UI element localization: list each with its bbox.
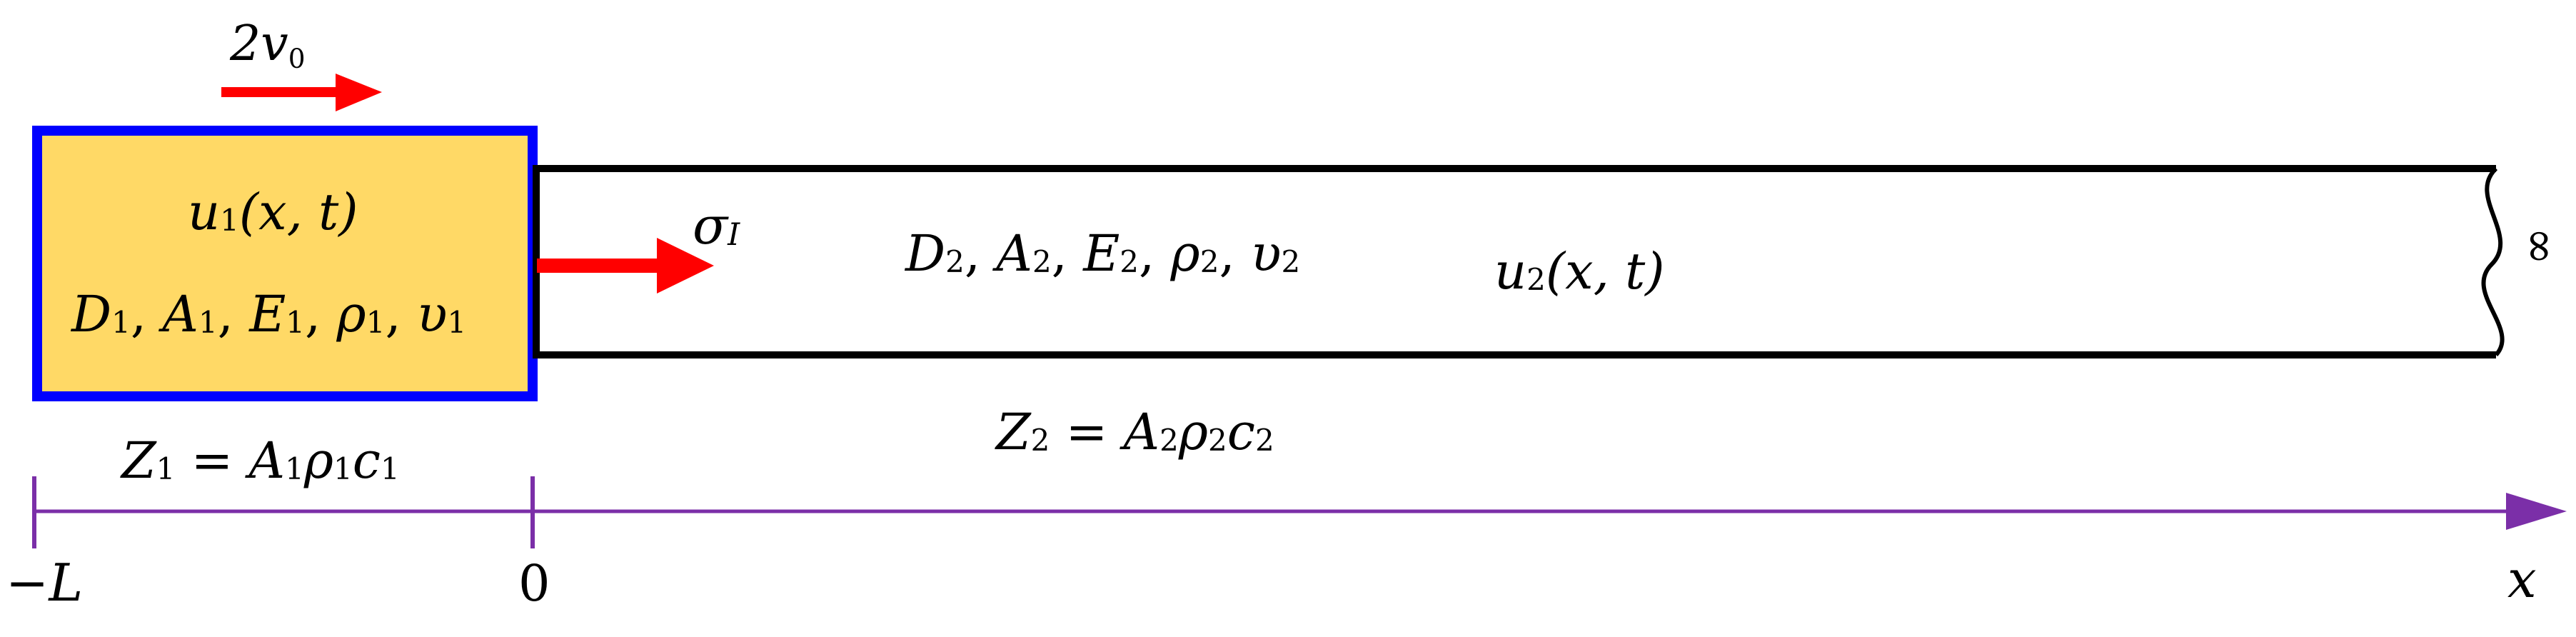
z1-a-sub: 1 xyxy=(285,451,304,487)
z2-a-sub: 2 xyxy=(1159,423,1179,458)
impedance2-label: Z2 = A2ρ2c2 xyxy=(996,407,1274,457)
bar2-disp-fn: u xyxy=(1494,242,1527,301)
stress-label: σI xyxy=(693,200,740,251)
bar2-prop-4-sub: 2 xyxy=(1281,244,1301,280)
bar2-prop-4-sym: υ xyxy=(1250,224,1282,283)
z2-eq: = xyxy=(1050,403,1124,461)
z2-c: c xyxy=(1227,403,1255,461)
x-axis xyxy=(32,476,2567,548)
bar1-displacement-label: u1(x, t) xyxy=(188,187,358,237)
z1-sym: Z xyxy=(121,431,156,490)
z2-a: A xyxy=(1123,403,1160,461)
z2-c-sub: 2 xyxy=(1254,423,1274,458)
bar2-properties-label: D2, A2, E2, ρ2, υ2 xyxy=(905,229,1300,279)
axis-origin-label: 0 xyxy=(518,554,550,613)
velocity-arrow-head xyxy=(336,74,382,111)
bar1-prop-0-sym: D xyxy=(71,285,112,343)
z1-a: A xyxy=(248,431,286,490)
z1-c-sub: 1 xyxy=(380,451,400,487)
bar1-prop-1-sym: A xyxy=(162,285,198,343)
bar1-prop-2-sub: 1 xyxy=(286,305,306,341)
bar1-properties-label: D1, A1, E1, ρ1, υ1 xyxy=(71,289,466,339)
bar2-prop-2-sym: E xyxy=(1083,224,1120,283)
infinity-symbol: ∞ xyxy=(2514,227,2567,266)
velocity-label: 2v0 xyxy=(230,20,305,73)
axis-left-label: −L xyxy=(6,553,84,613)
bar1-prop-1-sub: 1 xyxy=(198,305,218,341)
stress-arrow-head xyxy=(657,238,714,294)
bar2-prop-2-sep: , xyxy=(1139,224,1171,283)
bar2-prop-1-sep: , xyxy=(1051,224,1084,283)
bar2-break-line xyxy=(2481,166,2505,357)
bar2-disp-sub: 2 xyxy=(1526,262,1546,298)
stress-arrow xyxy=(537,238,714,294)
velocity-arrow-shaft xyxy=(221,87,339,97)
bar1-rect xyxy=(32,126,538,401)
z1-sub: 1 xyxy=(156,451,176,487)
velocity-sub: 0 xyxy=(288,43,306,75)
velocity-arrow xyxy=(221,74,382,111)
z2-sym: Z xyxy=(996,403,1031,461)
bar1-prop-3-sub: 1 xyxy=(366,305,386,341)
bar1-disp-sub: 1 xyxy=(220,203,239,239)
bar2-prop-3-sub: 2 xyxy=(1199,244,1219,280)
z1-eq: = xyxy=(175,431,249,490)
stress-sub: I xyxy=(728,217,740,254)
bar2-prop-0-sub: 2 xyxy=(945,244,965,280)
bar1-prop-3-sym: ρ xyxy=(336,285,366,343)
z2-rho: ρ xyxy=(1178,403,1208,461)
z1-rho-sub: 1 xyxy=(333,451,353,487)
z2-rho-sub: 2 xyxy=(1207,423,1227,458)
bar1-prop-0-sep: , xyxy=(130,285,163,343)
bar2-prop-1-sym: A xyxy=(996,224,1032,283)
stress-sym: σ xyxy=(693,196,728,256)
bar1-prop-4-sub: 1 xyxy=(447,305,467,341)
x-axis-arrowhead xyxy=(2506,493,2567,530)
bar1-prop-4-sym: υ xyxy=(416,285,448,343)
bar2-prop-1-sub: 2 xyxy=(1032,244,1052,280)
impedance1-label: Z1 = A1ρ1c1 xyxy=(121,436,400,486)
bar2-prop-0-sep: , xyxy=(964,224,997,283)
bar2-displacement-label: u2(x, t) xyxy=(1494,246,1665,296)
bar1-prop-0-sub: 1 xyxy=(111,305,131,341)
bar2-prop-3-sym: ρ xyxy=(1170,224,1200,283)
z1-rho: ρ xyxy=(303,431,333,490)
bar1-prop-3-sep: , xyxy=(385,285,417,343)
z2-sub: 2 xyxy=(1030,423,1050,458)
bar2-prop-3-sep: , xyxy=(1219,224,1251,283)
bar2-prop-0-sym: D xyxy=(905,224,946,283)
bar2 xyxy=(533,165,2505,358)
bar1-prop-2-sep: , xyxy=(305,285,337,343)
bar2-prop-2-sub: 2 xyxy=(1120,244,1139,280)
bar1-disp-args: (x, t) xyxy=(238,183,358,241)
bar1-prop-1-sep: , xyxy=(217,285,250,343)
bar1-prop-2-sym: E xyxy=(249,285,286,343)
axis-x-label: x xyxy=(2507,549,2537,609)
stress-arrow-shaft xyxy=(537,259,662,273)
z1-c: c xyxy=(352,431,381,490)
velocity-main: 2v xyxy=(230,16,288,72)
bar1-disp-fn: u xyxy=(188,183,221,241)
bar2-disp-args: (x, t) xyxy=(1545,242,1665,301)
